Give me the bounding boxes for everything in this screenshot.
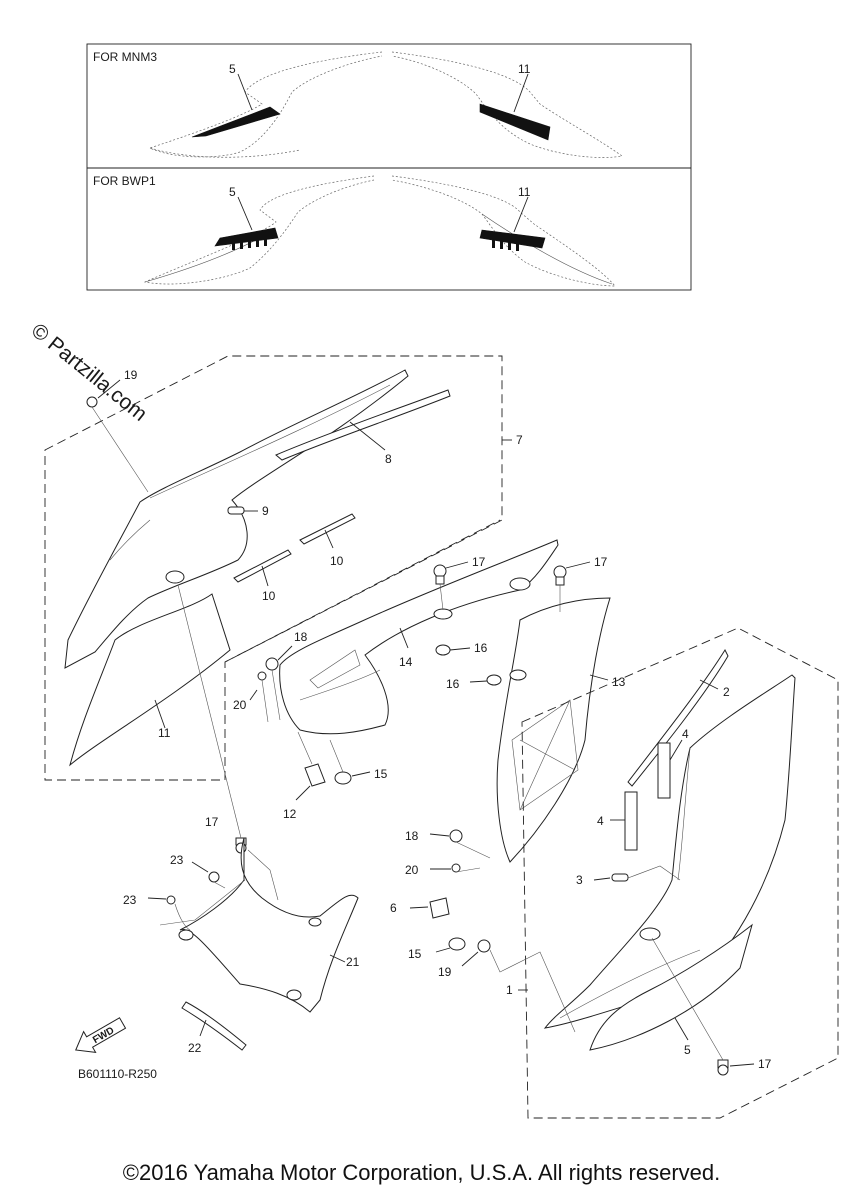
callout-6: 6 [390,901,397,915]
left-side-cowl-assembly: 7 8 11 9 10 10 19 [44,355,523,854]
bolt [257,671,269,723]
stripe-pattern [492,240,519,251]
callout-23: 23 [123,893,137,907]
callout-8: 8 [385,452,392,466]
callout-17: 17 [594,555,608,569]
callout-2: 2 [723,685,730,699]
variant-bwp1: FOR BWP1 5 11 [93,174,616,287]
callout-15: 15 [374,767,388,781]
bolt [449,829,491,859]
callout-16: 16 [474,641,488,655]
variant-title: FOR MNM3 [93,50,157,64]
callout-12: 12 [283,807,297,821]
callout-20: 20 [405,863,419,877]
callout-17: 17 [758,1057,772,1071]
callout-5: 5 [229,62,236,76]
under-cowl-assembly: 21 22 23 23 [123,837,360,1055]
right-side-cowl-assembly: 2 4 4 3 5 17 19 1 [438,627,839,1119]
nut [486,674,502,686]
callout-19: 19 [438,965,452,979]
callout-11: 11 [158,726,171,740]
callout-3: 3 [576,873,583,887]
variant-mnm3: FOR MNM3 5 11 [93,50,623,158]
callout-17: 17 [205,815,219,829]
callout-20: 20 [233,698,247,712]
callout-23: 23 [170,853,184,867]
fwd-label: FWD [91,1025,116,1046]
bolt [265,657,281,721]
callout-15: 15 [408,947,422,961]
fwd-arrow: FWD [75,1017,127,1054]
callout-4: 4 [682,727,689,741]
callout-14: 14 [399,655,413,669]
callout-7: 7 [516,433,523,447]
callout-22: 22 [188,1041,202,1055]
callout-13: 13 [612,675,626,689]
nut [329,739,352,785]
callout-9: 9 [262,504,269,518]
nut [448,937,466,951]
screw [166,895,191,931]
diagram-code: B601110-R250 [78,1067,157,1081]
callout-18: 18 [294,630,308,644]
nut [435,644,451,656]
inner-panel-assembly: 14 13 17 17 16 [224,519,626,961]
callout-1: 1 [506,983,513,997]
clip [297,731,326,787]
callout-10: 10 [330,554,344,568]
callout-11: 11 [518,62,531,76]
callout-10: 10 [262,589,276,603]
screw [208,871,226,889]
callout-4: 4 [597,814,604,828]
stripe-pattern [232,238,267,250]
bolt [433,564,447,611]
bolt [553,565,567,612]
bolt [651,937,729,1076]
callout-21: 21 [346,955,360,969]
callout-19: 19 [124,368,138,382]
variant-title: FOR BWP1 [93,174,156,188]
callout-5: 5 [229,185,236,199]
bolt [451,863,481,873]
callout-18: 18 [405,829,419,843]
variant-panel: FOR MNM3 5 11 FOR BWP1 [86,43,692,291]
bolt [477,939,576,1033]
bolt [86,396,149,493]
callout-17: 17 [472,555,486,569]
callout-16: 16 [446,677,460,691]
copyright-footer: ©2016 Yamaha Motor Corporation, U.S.A. A… [122,1160,721,1185]
callout-5: 5 [684,1043,691,1057]
callout-11: 11 [518,185,531,199]
clip [429,897,450,919]
